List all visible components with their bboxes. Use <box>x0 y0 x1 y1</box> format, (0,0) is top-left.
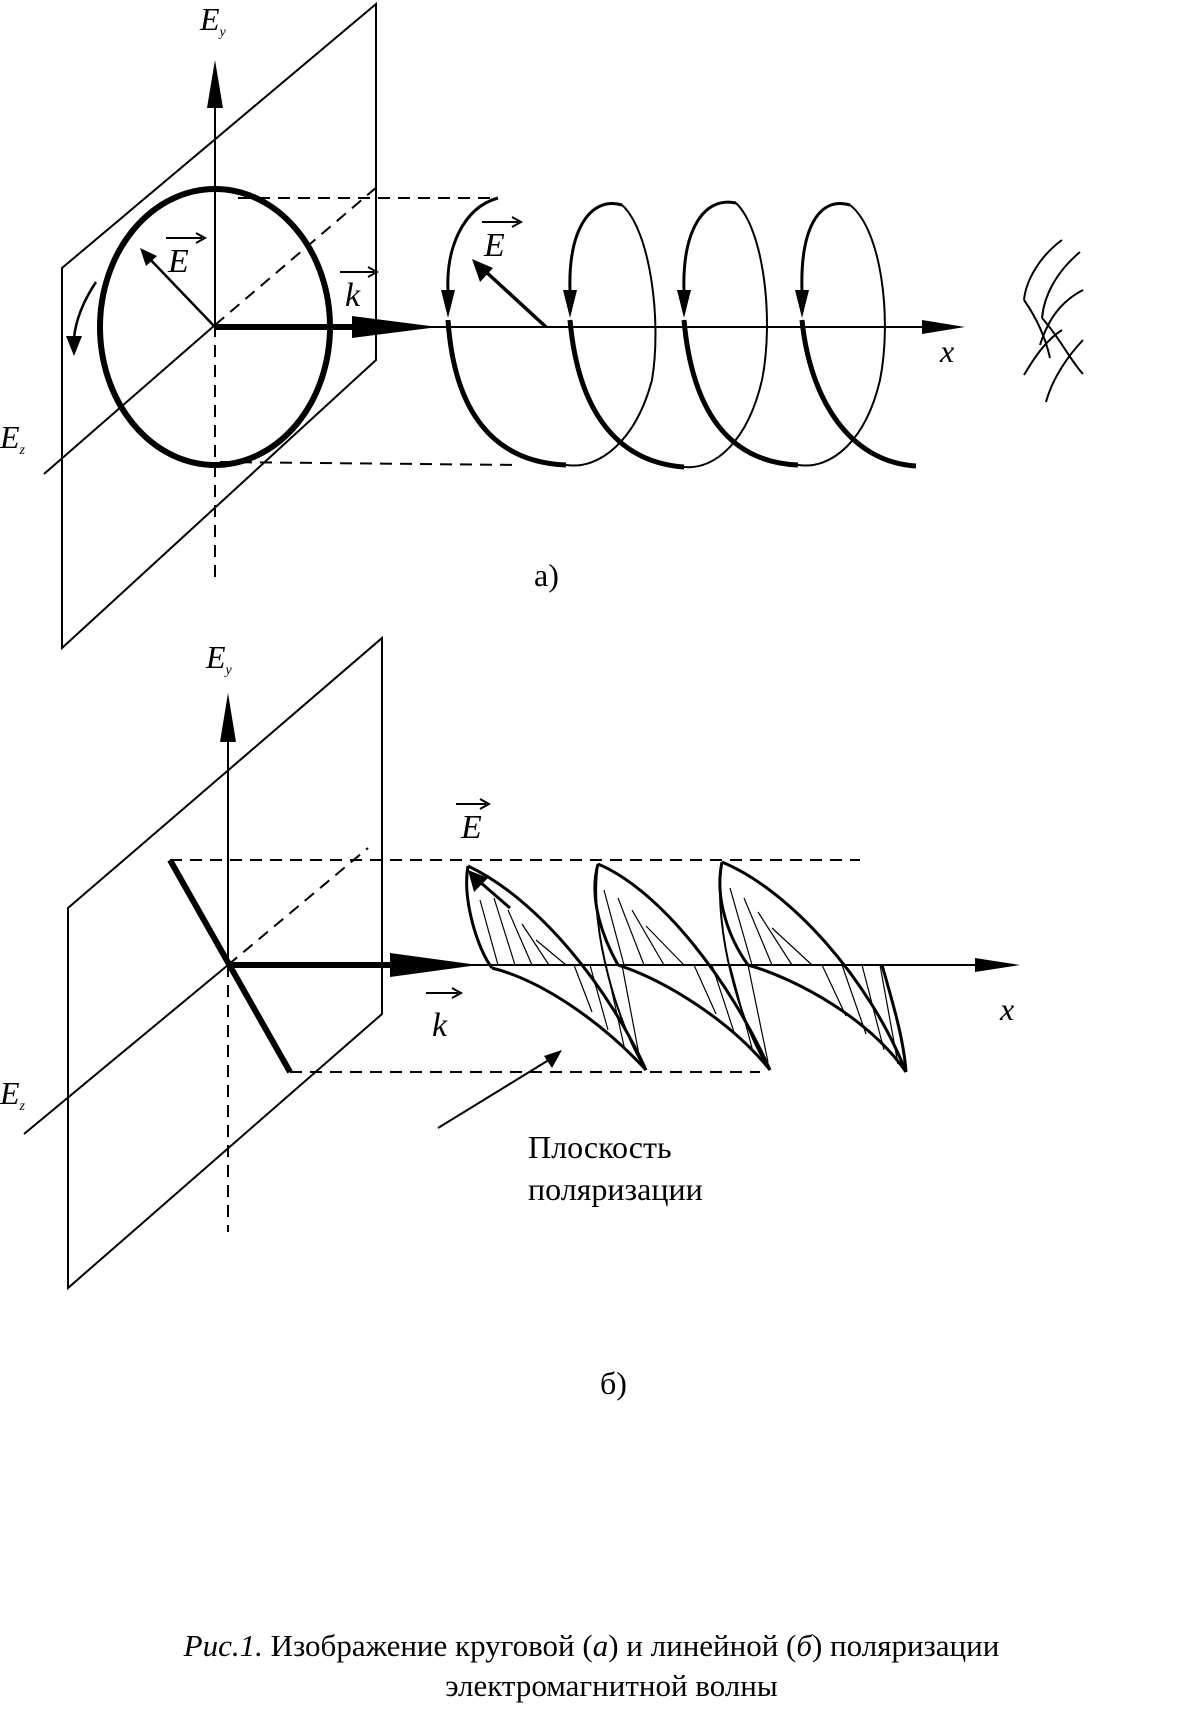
vec-k-label-a: k <box>340 266 380 314</box>
caption-line-2: электромагнитной волны <box>445 1668 778 1703</box>
figure-a-circular: Ey Ez x E k E а) <box>0 1 1084 651</box>
plane-b <box>67 635 383 1291</box>
cropped-helix-a <box>1023 239 1084 403</box>
wave-b <box>465 860 908 1073</box>
ez-axis-a <box>43 324 216 475</box>
svg-text:k: k <box>345 277 361 314</box>
axis-ez-label-a: Ez <box>0 419 26 458</box>
caption-b: б <box>796 1628 812 1663</box>
caption-text-1: Изображение круговой ( <box>262 1628 593 1663</box>
svg-text:E: E <box>483 227 505 264</box>
e-vector-helix-a <box>482 268 548 329</box>
caption-a: а <box>592 1628 609 1663</box>
e-vector-b <box>479 880 511 910</box>
ez-axis-b <box>23 964 229 1135</box>
svg-text:E: E <box>460 809 482 846</box>
plane-label-line1: Плоскость <box>528 1129 672 1165</box>
figure-b-linear: Ey Ez x E k Плоскость поляризации б) <box>0 635 1020 1401</box>
vec-k-label-b: k <box>426 987 464 1044</box>
vec-e-helix-label-a: E <box>482 216 524 264</box>
helix-a <box>441 196 917 470</box>
axis-ey-label-b: Ey <box>205 639 233 678</box>
figure-b-label: б) <box>600 1365 627 1401</box>
plane-a <box>61 1 377 651</box>
axis-x-label-b: x <box>999 991 1014 1027</box>
vec-e-label-a: E <box>166 232 208 280</box>
axis-ey-label-a: Ey <box>199 1 227 40</box>
svg-text:E: E <box>167 243 189 280</box>
e-vector-a <box>145 254 216 328</box>
plane-label-line2: поляризации <box>528 1171 703 1207</box>
caption-text-3: ) поляризации <box>811 1628 1000 1663</box>
caption-fig-ref: Рис.1. <box>183 1628 263 1663</box>
figure-a-label: а) <box>534 557 559 593</box>
hatching-b <box>479 887 899 1065</box>
caption-line-1: Рис.1. Изображение круговой (а) и линейн… <box>0 1626 1183 1666</box>
vec-e-label-b: E <box>456 798 492 846</box>
axis-x-label-a: x <box>939 333 954 369</box>
caption-text-2: ) и линейной ( <box>608 1628 797 1663</box>
svg-text:k: k <box>432 1007 448 1044</box>
axis-ez-label-b: Ez <box>0 1075 26 1114</box>
plane-pointer-b <box>437 1057 553 1129</box>
